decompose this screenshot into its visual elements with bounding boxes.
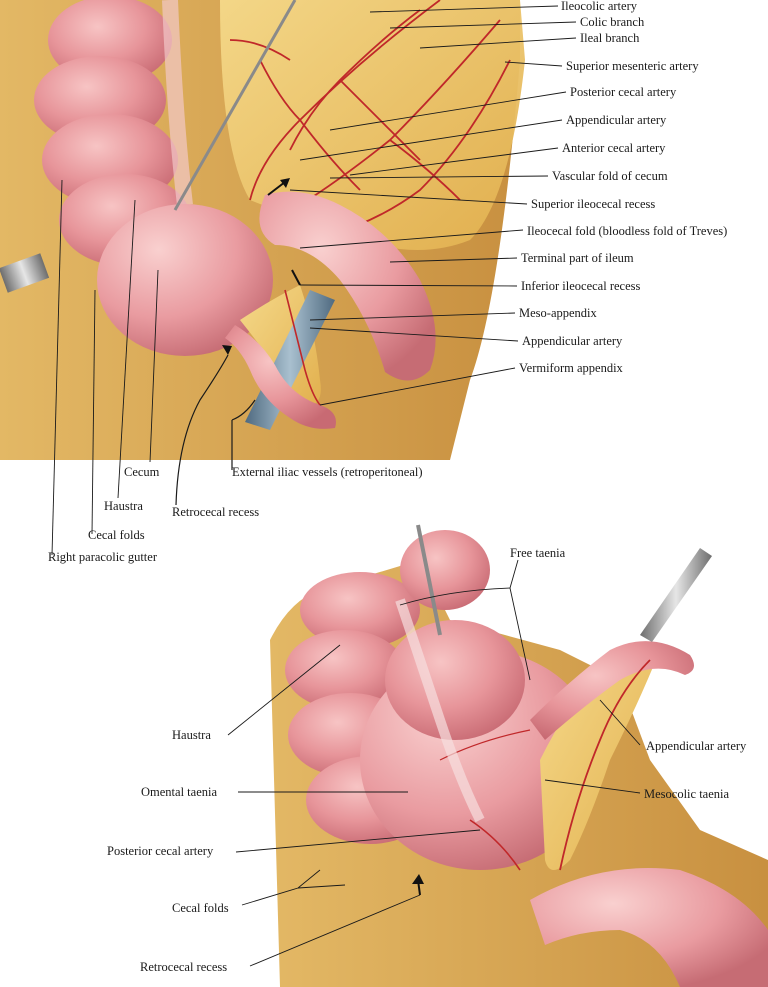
label-free-taenia: Free taenia bbox=[510, 546, 566, 560]
forceps-instrument bbox=[640, 548, 712, 642]
label-terminal-part-of-ileum: Terminal part of ileum bbox=[521, 251, 634, 265]
ileum-lower bbox=[530, 868, 768, 987]
label-ileal-branch: Ileal branch bbox=[580, 31, 640, 45]
label-cecal-folds: Cecal folds bbox=[88, 528, 145, 542]
hook-instrument bbox=[173, 0, 297, 211]
label-cecal-folds-lower: Cecal folds bbox=[172, 901, 229, 915]
label-haustra: Haustra bbox=[104, 499, 143, 513]
label-superior-ileocecal-recess: Superior ileocecal recess bbox=[531, 197, 655, 211]
label-ileocolic-artery: Ileocolic artery bbox=[561, 0, 638, 13]
meso-appendix-lower bbox=[540, 650, 660, 870]
label-posterior-cecal-artery: Posterior cecal artery bbox=[570, 85, 677, 99]
cecum bbox=[97, 204, 273, 356]
top-labels: Ileocolic artery Colic branch Ileal bran… bbox=[48, 0, 727, 564]
label-appendicular-artery: Appendicular artery bbox=[566, 113, 667, 127]
label-right-paracolic-gutter: Right paracolic gutter bbox=[48, 550, 158, 564]
label-retrocecal-recess: Retrocecal recess bbox=[172, 505, 259, 519]
ascending-colon bbox=[34, 0, 193, 266]
probe-instrument bbox=[0, 253, 50, 293]
label-mesocolic-taenia: Mesocolic taenia bbox=[644, 787, 729, 801]
label-external-iliac-vessels: External iliac vessels (retroperitoneal) bbox=[232, 465, 423, 479]
bottom-illustration bbox=[270, 524, 768, 987]
label-vascular-fold-of-cecum: Vascular fold of cecum bbox=[552, 169, 668, 183]
label-posterior-cecal-artery-lower: Posterior cecal artery bbox=[107, 844, 214, 858]
top-illustration bbox=[0, 0, 525, 460]
appendix-lower bbox=[530, 641, 694, 740]
label-omental-taenia: Omental taenia bbox=[141, 785, 217, 799]
label-anterior-cecal-artery: Anterior cecal artery bbox=[562, 141, 666, 155]
label-haustra-lower: Haustra bbox=[172, 728, 211, 742]
top-leaders bbox=[51, 5, 577, 556]
label-cecum: Cecum bbox=[124, 465, 160, 479]
bottom-leaders bbox=[227, 559, 641, 967]
vermiform-appendix bbox=[225, 325, 336, 429]
label-appendicular-artery-2: Appendicular artery bbox=[522, 334, 623, 348]
mesentery bbox=[220, 0, 525, 250]
label-inferior-ileocecal-recess: Inferior ileocecal recess bbox=[521, 279, 641, 293]
label-colic-branch: Colic branch bbox=[580, 15, 645, 29]
label-superior-mesenteric-artery: Superior mesenteric artery bbox=[566, 59, 699, 73]
label-meso-appendix: Meso-appendix bbox=[519, 306, 598, 320]
label-ileocecal-fold: Ileocecal fold (bloodless fold of Treves… bbox=[527, 224, 727, 238]
bottom-labels: Free taenia Haustra Appendicular artery … bbox=[107, 546, 747, 974]
label-vermiform-appendix: Vermiform appendix bbox=[519, 361, 624, 375]
label-appendicular-artery-lower: Appendicular artery bbox=[646, 739, 747, 753]
hook-instrument-lower bbox=[416, 524, 442, 636]
label-retrocecal-recess-lower: Retrocecal recess bbox=[140, 960, 227, 974]
